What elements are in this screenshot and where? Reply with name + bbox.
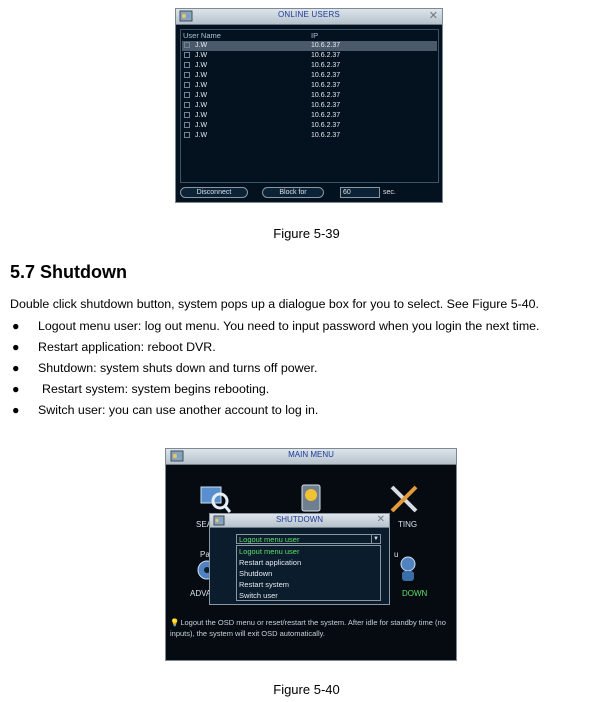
bullet-icon: ● [12,403,20,417]
lightbulb-icon: 💡 [170,618,180,627]
option-restart-system[interactable]: Restart system [239,580,290,589]
main-menu-title: MAIN MENU [288,450,334,459]
row-checkbox[interactable] [184,122,190,128]
ip-cell: 10.6.2.37 [311,92,341,99]
shutdown-options-list: Logout menu user Restart application Shu… [236,545,381,601]
bullet-icon: ● [12,361,20,375]
dialog-title: ONLINE USERS [278,10,340,19]
bullet-icon: ● [12,340,20,354]
block-seconds-input[interactable]: 60 [340,187,380,198]
menu-label-u: u [394,550,399,559]
intro-paragraph: Double click shutdown button, system pop… [10,297,539,311]
ip-cell: 10.6.2.37 [311,62,341,69]
selected-option: Logout menu user [239,535,300,544]
figure-caption-5-40: Figure 5-40 [273,682,340,697]
row-checkbox[interactable] [184,52,190,58]
row-checkbox[interactable] [184,72,190,78]
ip-cell: 10.6.2.37 [311,82,341,89]
menu-label-shutdown: DOWN [402,589,428,598]
row-checkbox[interactable] [184,92,190,98]
list-item: ●Switch user: you can use another accoun… [12,403,319,417]
user-name-cell: J.W [195,82,208,89]
menu-label-search: SEAR [196,520,218,529]
row-checkbox[interactable] [184,82,190,88]
block-seconds-unit: sec. [383,189,396,196]
column-header-user: User Name [183,31,221,40]
close-icon[interactable]: ✕ [376,514,385,525]
user-name-cell: J.W [195,92,208,99]
online-users-list: User Name IP J.W 10.6.2.37 J.W 10.6.2.37… [180,29,439,183]
dialog-logo-icon [213,515,225,526]
close-icon[interactable]: ✕ [428,10,438,22]
user-name-cell: J.W [195,52,208,59]
list-item: ●Logout menu user: log out menu. You nee… [12,319,540,333]
dialog-logo-icon [170,450,184,462]
option-shutdown[interactable]: Shutdown [239,569,273,578]
menu-label-advanced: ADVAN [190,589,217,598]
user-name-cell: J.W [195,42,208,49]
main-menu-titlebar: MAIN MENU [166,449,456,465]
dialog-logo-icon [179,10,193,22]
menu-label-pa: Pa [200,550,210,559]
user-name-cell: J.W [195,112,208,119]
option-switch-user[interactable]: Switch user [239,591,278,600]
list-item: ●Shutdown: system shuts down and turns o… [12,361,318,375]
row-checkbox[interactable] [184,62,190,68]
ip-cell: 10.6.2.37 [311,52,341,59]
table-row[interactable]: J.W 10.6.2.37 [182,51,437,61]
figure-caption-5-39: Figure 5-39 [273,226,340,241]
column-header-ip: IP [311,31,319,40]
ip-cell: 10.6.2.37 [311,102,341,109]
table-row[interactable]: J.W 10.6.2.37 [182,101,437,111]
menu-label-setting: TING [398,520,418,529]
disconnect-button[interactable]: Disconnect [180,187,248,198]
row-checkbox[interactable] [184,132,190,138]
user-name-cell: J.W [195,62,208,69]
option-logout-menu-user[interactable]: Logout menu user [239,547,300,556]
option-restart-application[interactable]: Restart application [239,558,302,567]
menu-hint-text: 💡Logout the OSD menu or reset/restart th… [170,618,446,638]
ip-cell: 10.6.2.37 [311,132,341,139]
shutdown-titlebar: SHUTDOWN ✕ [210,514,389,528]
section-heading: 5.7 Shutdown [10,262,127,282]
shutdown-mode-select[interactable]: Logout menu user ▼ [236,534,381,544]
bullet-icon: ● [12,382,20,396]
table-row[interactable]: J.W 10.6.2.37 [182,91,437,101]
dialog-titlebar: ONLINE USERS ✕ [176,9,442,25]
table-row[interactable]: J.W 10.6.2.37 [182,131,437,141]
chevron-down-icon[interactable]: ▼ [371,535,380,543]
user-name-cell: J.W [195,72,208,79]
user-name-cell: J.W [195,132,208,139]
table-row[interactable]: J.W 10.6.2.37 [182,81,437,91]
ip-cell: 10.6.2.37 [311,72,341,79]
main-menu-window: MAIN MENU SEAR TING Pa afte u ADVAN DOWN… [165,448,457,661]
shutdown-icon[interactable] [396,554,420,582]
user-name-cell: J.W [195,102,208,109]
table-row[interactable]: J.W 10.6.2.37 [182,111,437,121]
search-icon[interactable] [198,483,232,515]
table-row[interactable]: J.W 10.6.2.37 [182,61,437,71]
row-checkbox[interactable] [184,102,190,108]
bullet-icon: ● [12,319,20,333]
row-checkbox[interactable] [184,112,190,118]
list-item: ●Restart application: reboot DVR. [12,340,216,354]
online-users-dialog: ONLINE USERS ✕ User Name IP J.W 10.6.2.3… [175,8,443,203]
user-name-cell: J.W [195,122,208,129]
row-checkbox[interactable] [184,42,190,48]
ip-cell: 10.6.2.37 [311,112,341,119]
setting-icon[interactable] [388,483,420,515]
list-item: ●Restart system: system begins rebooting… [12,382,270,396]
ip-cell: 10.6.2.37 [311,122,341,129]
block-for-button[interactable]: Block for [262,187,324,198]
shutdown-dialog: SHUTDOWN ✕ Logout menu user ▼ Logout men… [209,513,390,605]
table-row[interactable]: J.W 10.6.2.37 [182,71,437,81]
shutdown-title: SHUTDOWN [275,515,324,524]
record-icon[interactable] [298,483,324,513]
table-row[interactable]: J.W 10.6.2.37 [182,41,437,51]
ip-cell: 10.6.2.37 [311,42,341,49]
table-row[interactable]: J.W 10.6.2.37 [182,121,437,131]
